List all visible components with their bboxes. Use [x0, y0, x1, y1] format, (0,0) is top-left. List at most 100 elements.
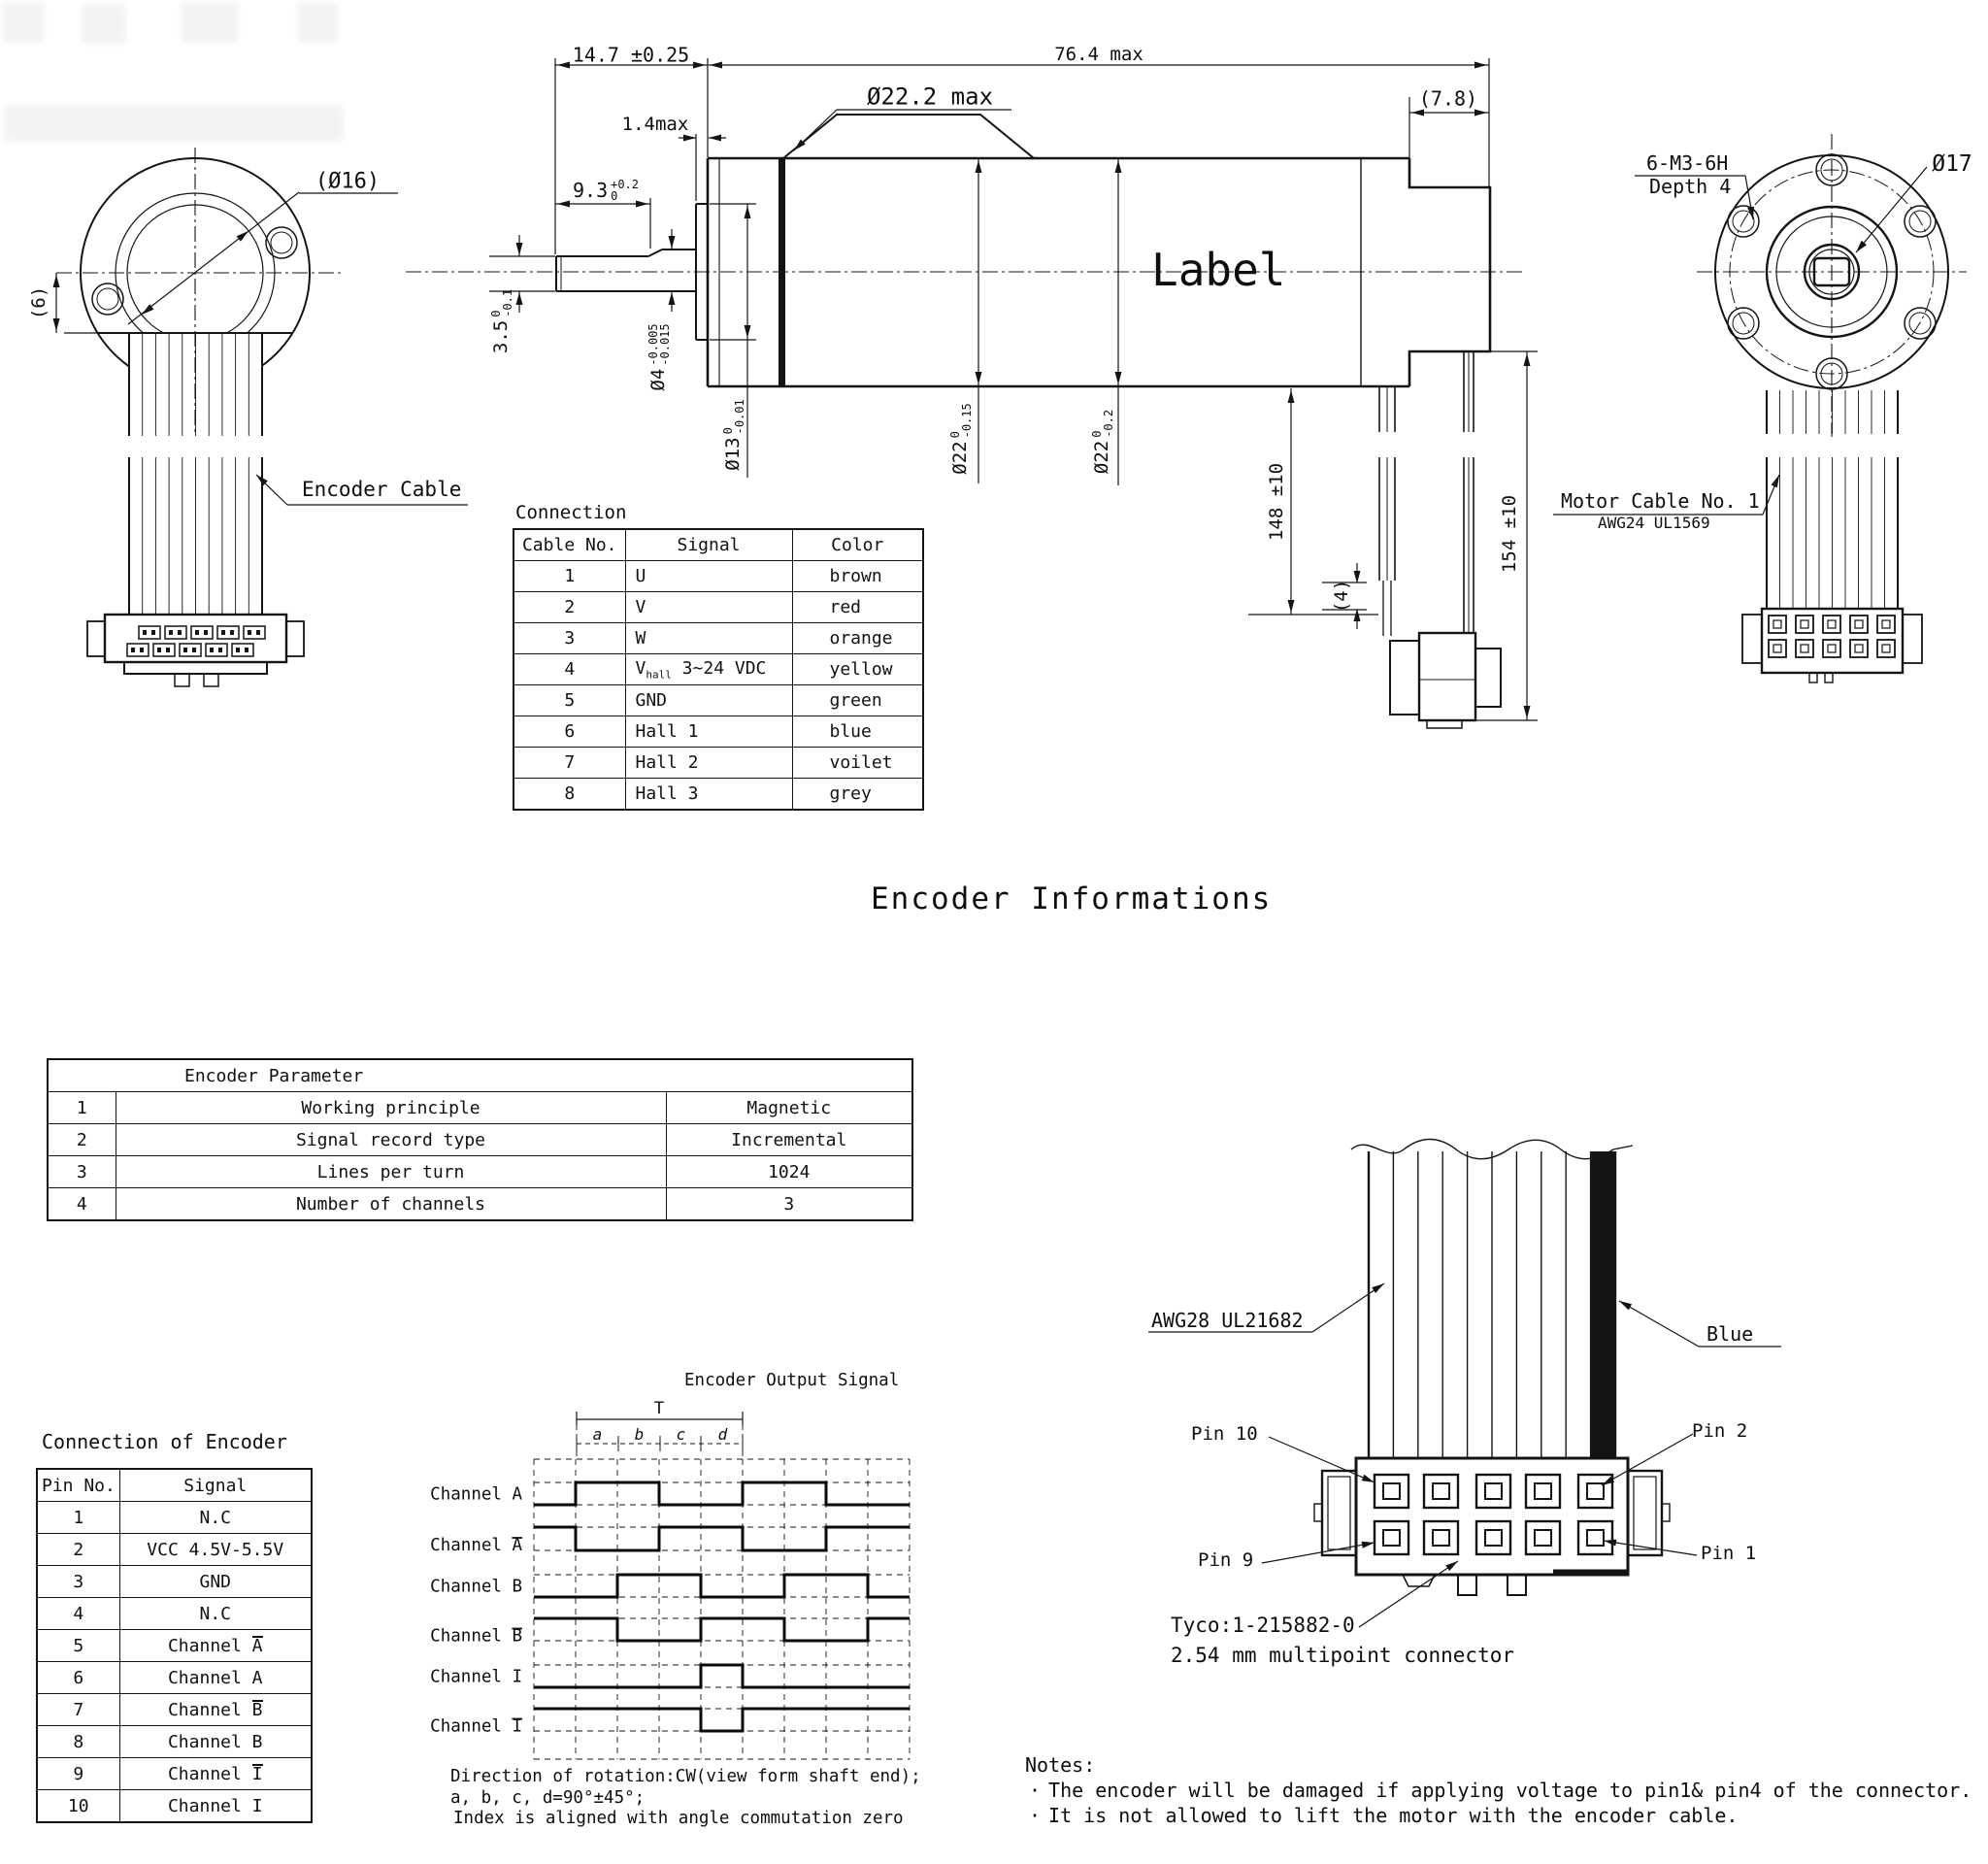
slot-pin: [230, 630, 234, 635]
segment-label: c: [677, 1425, 686, 1444]
dimension-arrowhead: [1771, 475, 1779, 488]
motor-connector-pin: [1768, 615, 1787, 634]
detail-connector-pin: [1576, 1519, 1614, 1556]
slot-pin: [178, 630, 182, 635]
detail-connector-tab: [1507, 1574, 1527, 1596]
dimension-d78: (7.8): [1418, 86, 1478, 111]
table-cell: W: [624, 622, 793, 654]
side-connector: [1474, 648, 1502, 708]
table-cell: grey: [791, 778, 924, 811]
table-cell: Hall 3: [624, 778, 793, 811]
dimension-arrowhead: [794, 139, 806, 150]
slot-pin: [210, 648, 214, 652]
dimension-arrowhead: [256, 475, 268, 486]
rear-bolt-hole: [1904, 307, 1937, 340]
detail-connector-pin: [1586, 1529, 1605, 1547]
encoder-connector-slot: [179, 643, 202, 657]
rear-end-step: [1408, 158, 1492, 386]
dimension-arrowhead: [1411, 109, 1424, 116]
encoder-connector-latch: [285, 620, 305, 657]
detail-connector-pin: [1474, 1473, 1512, 1510]
dimension-arrowhead: [515, 292, 523, 305]
motor-connector-pin: [1854, 619, 1864, 629]
encoder-connector-base: [123, 661, 268, 675]
table-cell: 9: [36, 1757, 120, 1790]
detail-connector-pin: [1524, 1473, 1562, 1510]
table-cell: 4: [513, 653, 626, 685]
dimension-arrowhead: [557, 200, 570, 208]
motor-connector-pin: [1854, 644, 1864, 653]
detail-connector-pin: [1534, 1529, 1552, 1547]
table-cell: Lines per turn: [115, 1155, 667, 1188]
waveform-channel-b: [534, 1573, 910, 1599]
dimension-arrowhead: [709, 134, 721, 142]
slot-pin: [143, 630, 147, 635]
pin10-label: Pin 10: [1191, 1423, 1258, 1445]
bullet: ·: [1029, 1804, 1042, 1827]
motor-connector-pin: [1795, 639, 1814, 658]
timing-note-2: a, b, c, d=90°±45°;: [450, 1788, 646, 1808]
front-mount-hole: [91, 283, 124, 316]
dimension-arrowhead: [1114, 372, 1122, 384]
table-cell: 8: [513, 778, 626, 811]
note-item: ·The encoder will be damaged if applying…: [1029, 1779, 1972, 1802]
slot-pin: [236, 648, 240, 652]
table-cell: blue: [791, 716, 924, 748]
detail-connector-latch: [1327, 1476, 1351, 1550]
table-cell: Channel I: [118, 1757, 313, 1790]
dimension-arrowhead: [52, 318, 60, 331]
dimension-arrowhead: [1445, 1561, 1458, 1572]
table-cell: Channel I: [118, 1789, 313, 1823]
pin9-label: Pin 9: [1198, 1549, 1254, 1571]
table-cell: GND: [118, 1565, 313, 1598]
dimension-arrowhead: [975, 372, 982, 384]
table-cell: 5: [513, 684, 626, 716]
dimension-line: [127, 191, 300, 325]
detail-connector-pin: [1382, 1482, 1401, 1500]
rear-bolt-hole: [1904, 205, 1937, 238]
motor-connector-pin: [1795, 615, 1814, 634]
column-header: Cable No.: [513, 528, 626, 561]
detail-connector-pin: [1422, 1473, 1460, 1510]
rear-bolt-hole: [1732, 312, 1755, 335]
dimension-arrowhead: [1361, 1474, 1375, 1482]
table-cell: Vhall 3~24 VDC: [624, 653, 793, 685]
motor-connector-pin: [1800, 644, 1809, 653]
front-mount-hole: [96, 287, 119, 311]
watermark-fragment: [181, 2, 239, 43]
dimension-arrowhead: [1287, 390, 1295, 403]
timing-channel-label: Channel I: [430, 1717, 522, 1737]
timing-note-1: Direction of rotation:CW(view form shaft…: [450, 1767, 921, 1786]
dimension-arrowhead: [744, 325, 751, 338]
dimension-arrowhead: [1353, 571, 1361, 583]
dimension-arrowhead: [693, 61, 706, 69]
table-cell: orange: [791, 622, 924, 654]
dimension-line: [1261, 1542, 1375, 1564]
encoder-connector-tab: [203, 673, 219, 687]
rear-bolt-hole: [1908, 210, 1932, 233]
side-connector: [1389, 640, 1420, 716]
pin2-label: Pin 2: [1692, 1420, 1748, 1442]
detail-connector-pin: [1534, 1482, 1552, 1500]
dimension-arrowhead: [515, 243, 523, 255]
detail-connector-pin: [1484, 1482, 1503, 1500]
timing-channel-label: Channel B: [430, 1627, 522, 1647]
table-cell: 7: [36, 1693, 120, 1726]
dimension-arrowhead: [1856, 240, 1868, 252]
motor-connector-pin: [1881, 619, 1891, 629]
segment-label: a: [593, 1425, 603, 1444]
table-cell: N.C: [118, 1501, 313, 1534]
dimension-arrowhead: [1353, 609, 1361, 621]
